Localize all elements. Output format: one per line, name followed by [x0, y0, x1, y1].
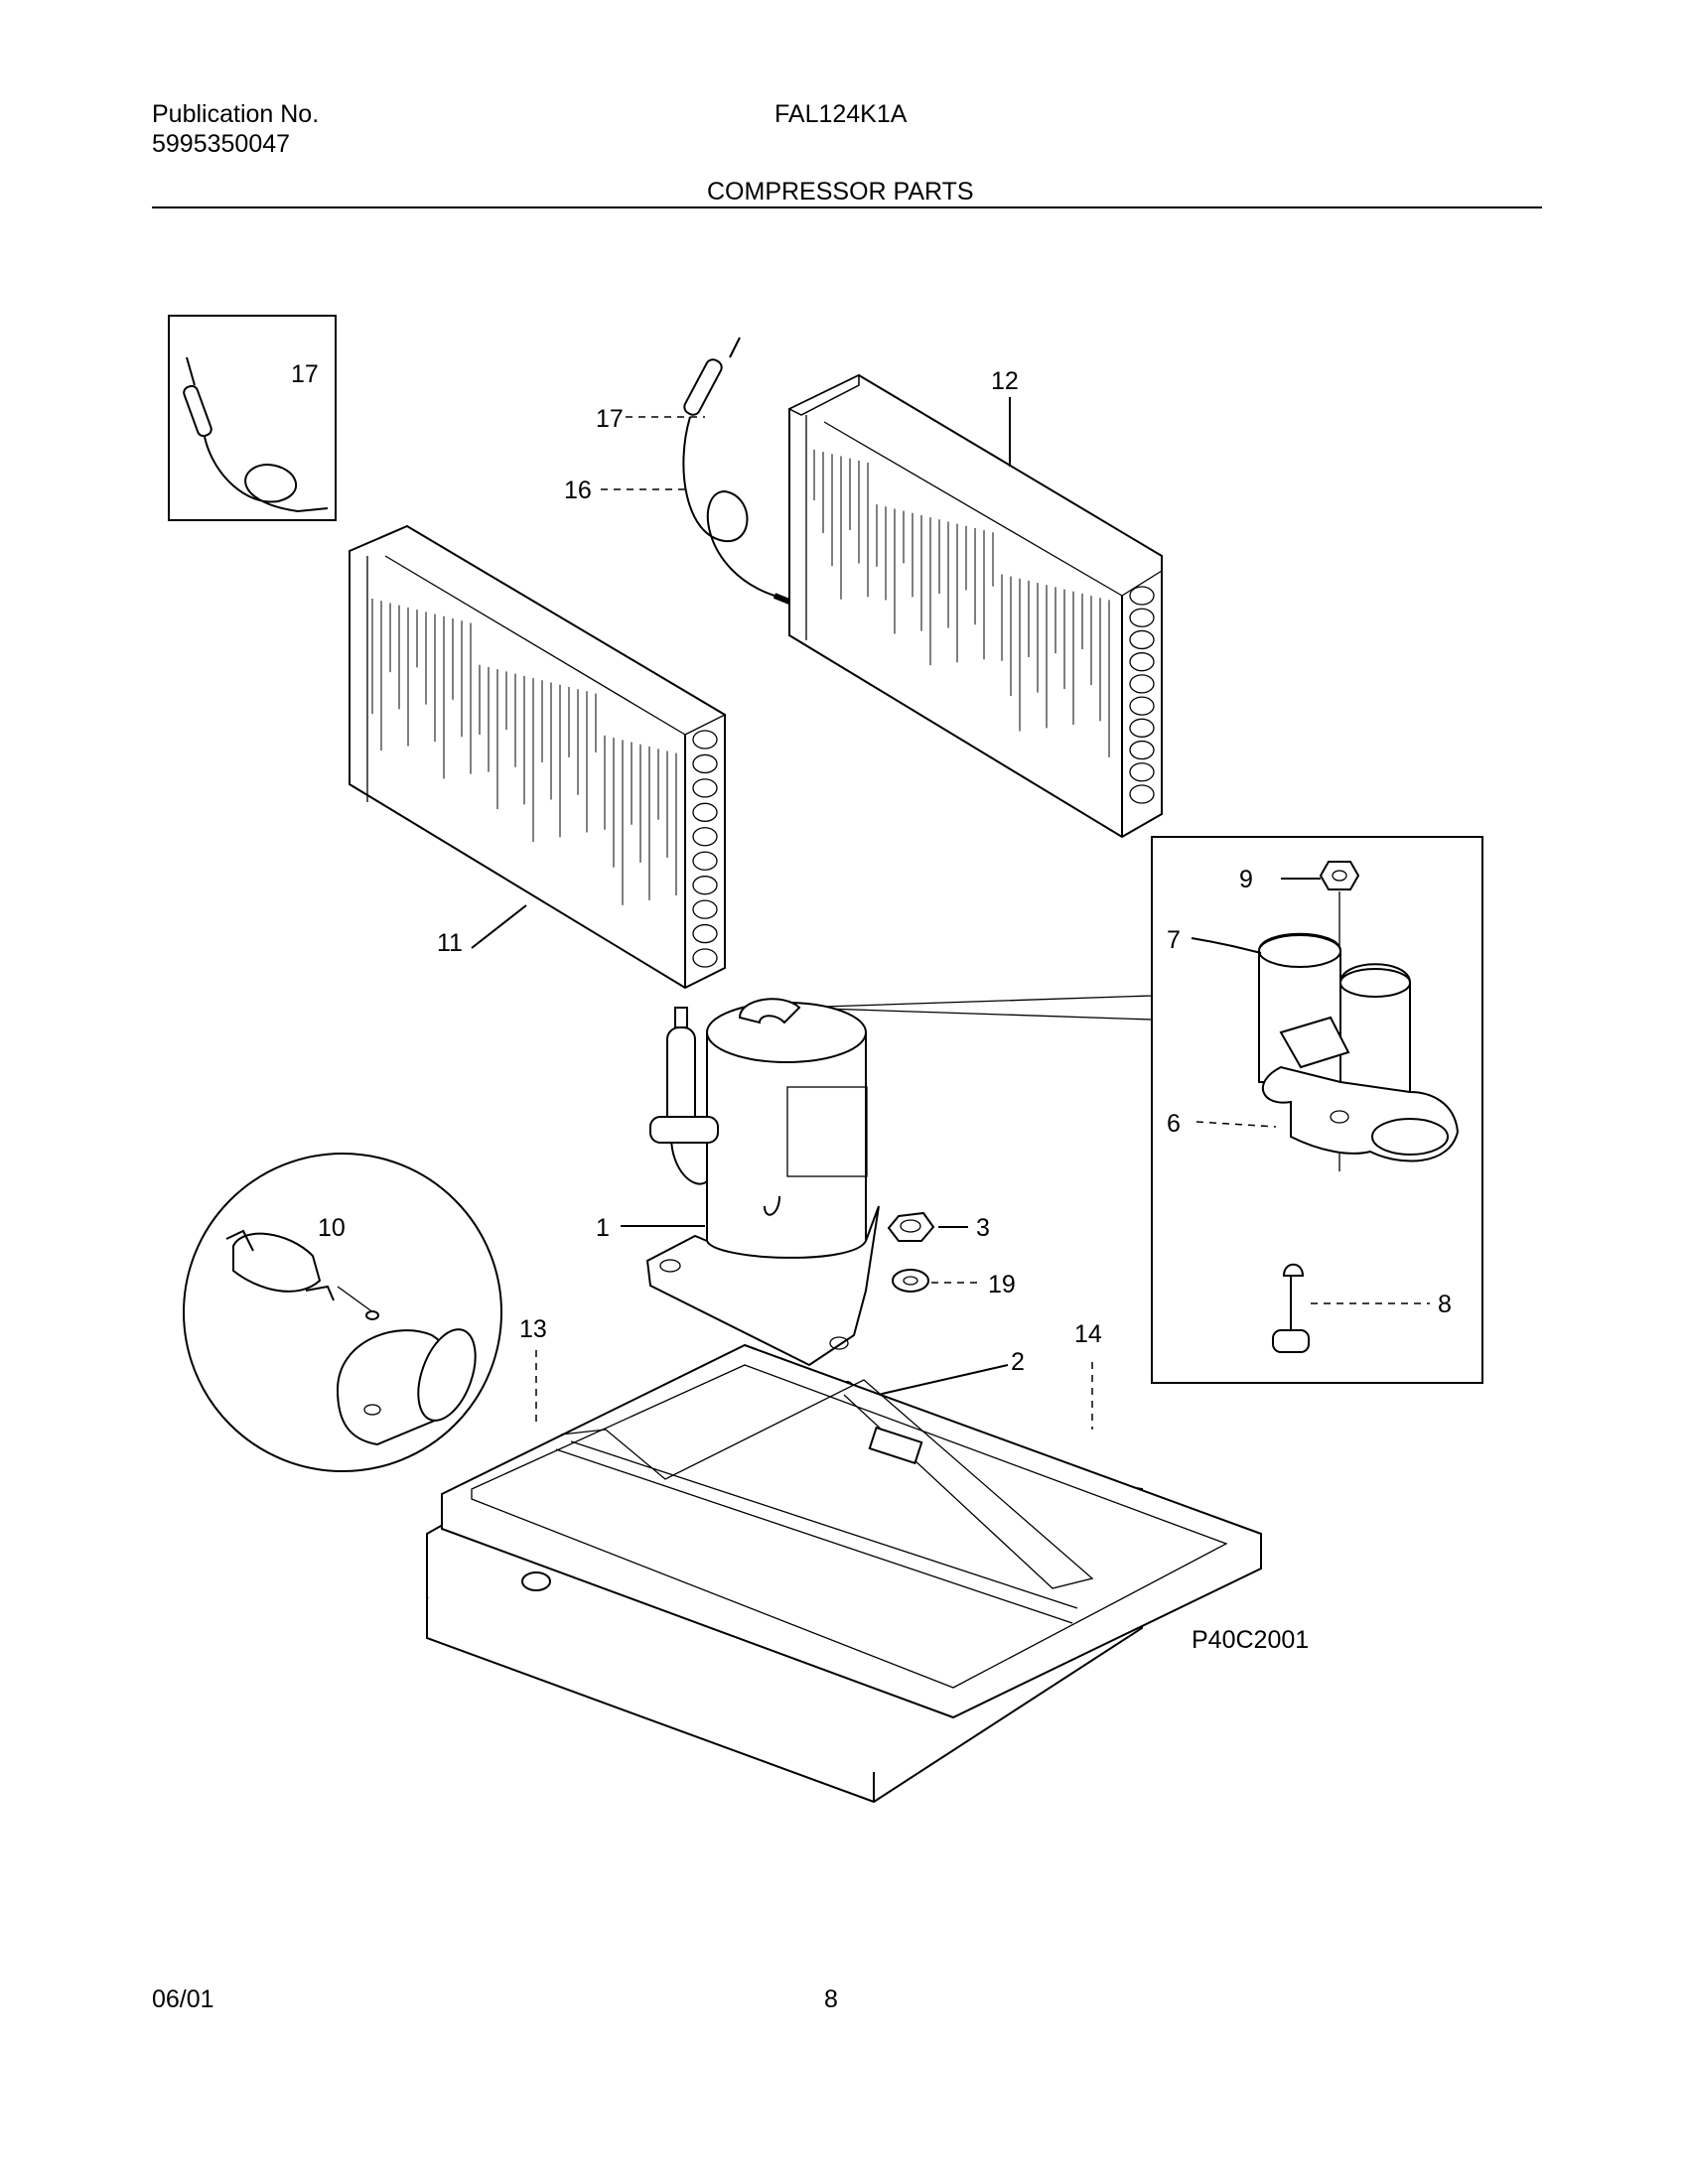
condenser-coil-11 [349, 524, 726, 990]
callout-1: 1 [596, 1214, 610, 1242]
callout-9: 9 [1239, 866, 1253, 893]
coil-return-bend [1129, 784, 1155, 804]
coil-return-bend [692, 730, 718, 750]
coil-return-bend [692, 948, 718, 968]
callout-13: 13 [519, 1315, 547, 1343]
callout-16: 16 [564, 477, 592, 504]
callout-12: 12 [991, 367, 1019, 395]
footer-date: 06/01 [152, 1985, 214, 2013]
detail-circle-clamp: 10 [183, 1153, 502, 1472]
coil-return-bend [692, 802, 718, 822]
coil-return-bend [1129, 740, 1155, 760]
diagram-code: P40C2001 [1192, 1626, 1309, 1654]
footer-page-number: 8 [824, 1985, 838, 2013]
callout-19: 19 [988, 1271, 1016, 1298]
nut-and-washer [887, 1211, 935, 1293]
condenser-coil-12 [787, 373, 1163, 839]
inset-sensor-box: 17 [168, 315, 337, 521]
base-pan [426, 1343, 1262, 1804]
model-number: FAL124K1A [774, 100, 908, 128]
callout-8: 8 [1438, 1291, 1452, 1318]
coil-return-bend [692, 778, 718, 798]
callout-11: 11 [437, 929, 463, 957]
callout-17-inset: 17 [291, 360, 319, 388]
coil-return-bend [1129, 696, 1155, 716]
coil-return-bend [692, 753, 718, 774]
sensor-with-wire [682, 337, 796, 607]
coil-return-bend [692, 899, 718, 919]
callout-6: 6 [1167, 1110, 1181, 1138]
callout-2: 2 [1011, 1348, 1025, 1376]
callout-14: 14 [1074, 1320, 1102, 1348]
section-title: COMPRESSOR PARTS [707, 178, 974, 205]
header-rule [152, 206, 1542, 208]
publication-number: 5995350047 [152, 130, 291, 158]
coil-return-bend [692, 876, 718, 895]
coil-return-bend [1129, 652, 1155, 672]
coil-return-bend [692, 827, 718, 847]
coil-return-bend [1129, 629, 1155, 650]
coil-return-bend [692, 923, 718, 944]
callout-7: 7 [1167, 926, 1181, 954]
coil-return-bend [1129, 674, 1155, 694]
coil-return-bend [1129, 586, 1155, 606]
publication-label: Publication No. [152, 100, 320, 128]
callout-10: 10 [318, 1214, 346, 1242]
coil-return-bend [1129, 718, 1155, 738]
coil-return-bend [692, 851, 718, 871]
coil-return-bend [1129, 608, 1155, 627]
inset-terminal-box: 9 7 6 8 [1151, 836, 1483, 1384]
compressor [645, 998, 880, 1367]
callout-17: 17 [596, 405, 624, 433]
coil-return-bend [1129, 762, 1155, 782]
callout-3: 3 [976, 1214, 990, 1242]
